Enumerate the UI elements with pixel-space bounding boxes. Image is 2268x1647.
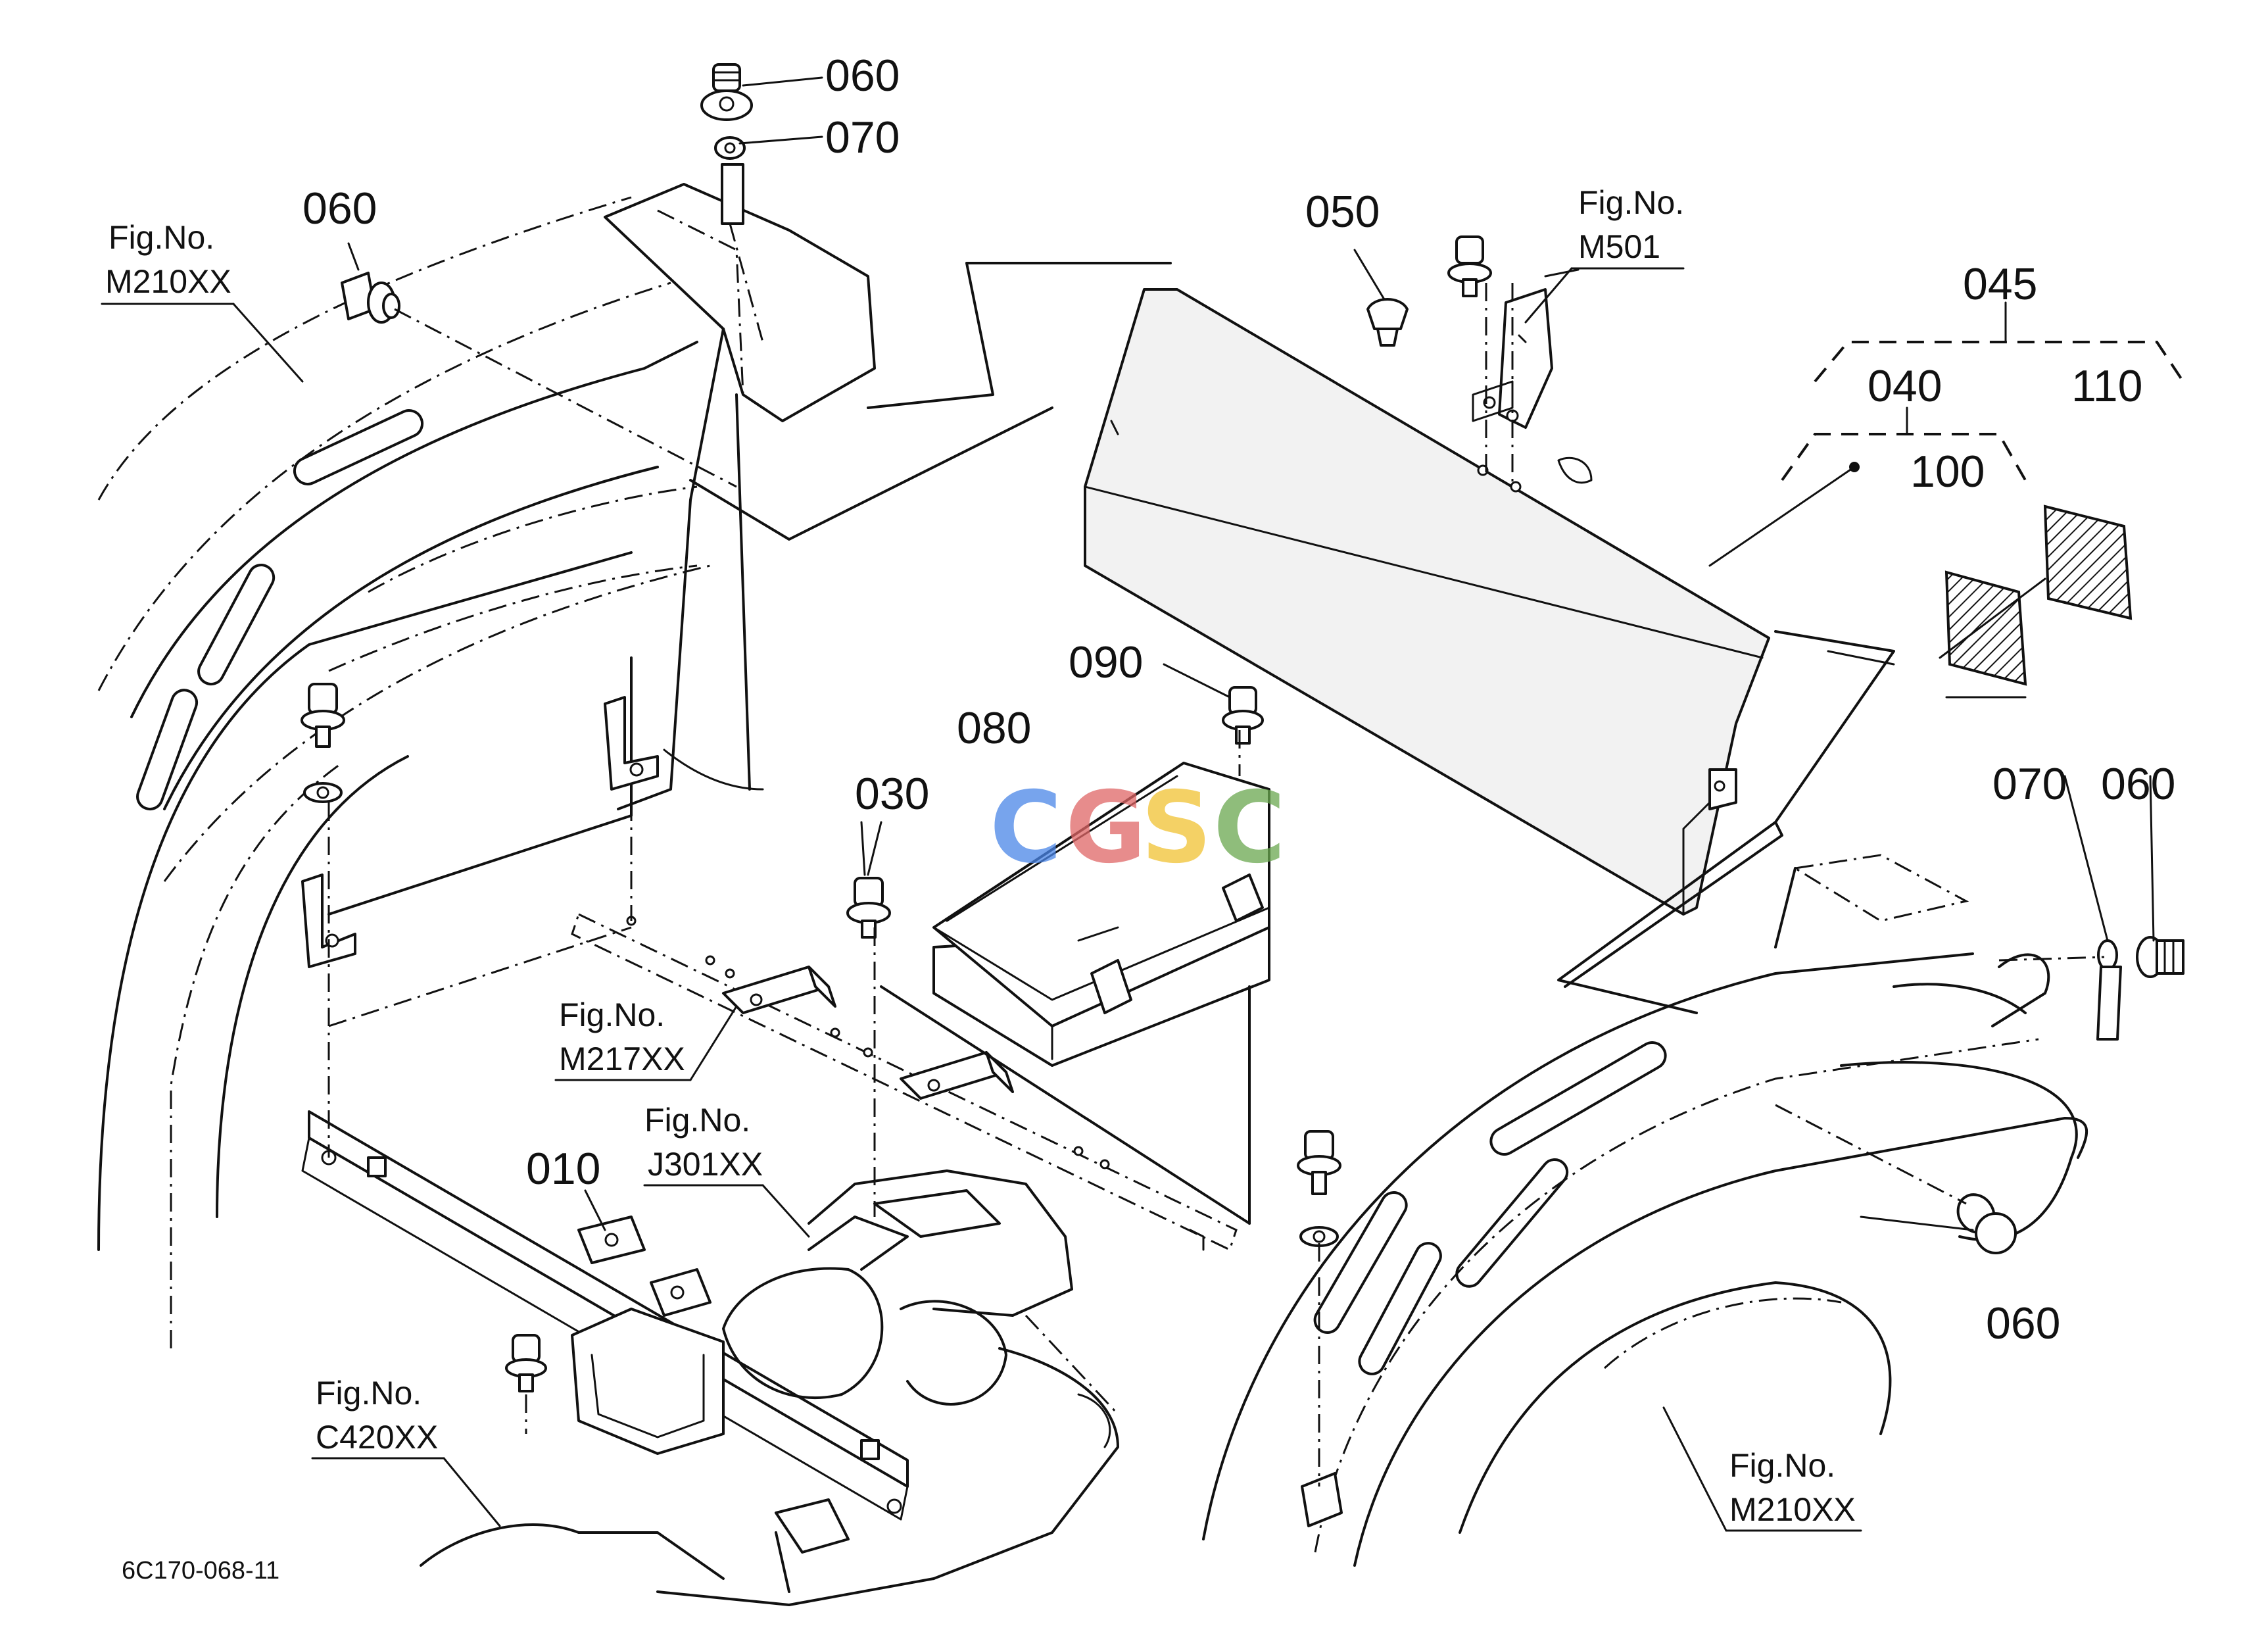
part-label-050: 050 [1305,187,1380,237]
part-label-090: 090 [1069,637,1143,687]
leader-lines [327,76,2184,1487]
figref-m210-left: Fig.No. M210XX [101,219,304,383]
svg-text:Fig.No.: Fig.No. [644,1102,750,1139]
svg-text:M210XX: M210XX [1729,1491,1856,1528]
svg-text:Fig.No.: Fig.No. [1729,1447,1835,1484]
watermark-letter: S [1141,771,1212,885]
bolt-030 [846,877,891,939]
svg-text:Fig.No.: Fig.No. [559,996,665,1033]
left-fender [97,183,876,1348]
tool-box [932,762,1270,1067]
svg-text:M217XX: M217XX [559,1041,685,1077]
washer-070-right [2096,939,2122,1041]
part-label-060: 060 [302,184,377,234]
svg-text:Fig.No.: Fig.No. [1578,184,1684,221]
part-label-040: 040 [1868,361,1942,411]
part-label-060: 060 [2101,759,2175,809]
bolt-060-left [341,272,400,324]
part-label-045: 045 [1963,259,2037,309]
bolt-060-right [2136,936,2184,978]
figref-c420: Fig.No. C420XX [311,1375,501,1527]
bolt-right-fender [1297,1130,1341,1247]
decal-100 [1944,570,2027,686]
figref-m210-right: Fig.No. M210XX [1662,1406,1862,1532]
part-label-110: 110 [2071,361,2142,411]
watermark-letter: C [990,771,1062,885]
figref-m501: Fig.No. M501 [1524,184,1685,324]
svg-text:C420XX: C420XX [316,1419,438,1456]
bolt-m501 [1447,235,1492,297]
part-label-060: 060 [825,51,900,101]
bolt-060-bottom [1956,1193,2017,1254]
cgsc-watermark: C G S C [990,771,1286,885]
transmission-housing [420,1169,1119,1606]
clip-050 [1366,298,1409,347]
watermark-letter: G [1065,771,1146,885]
figref-m217: Fig.No. M217XX [554,996,738,1081]
mount-panel [301,656,659,1027]
part-label-010: 010 [526,1144,600,1194]
part-number-labels: 060 070 060 050 045 040 110 100 090 080 … [302,51,2175,1348]
watermark-letter: C [1213,771,1286,885]
svg-text:M210XX: M210XX [105,263,231,300]
drawing-number: 6C170-068-11 [122,1557,279,1585]
part-label-070: 070 [825,112,900,162]
bolt-060-top [700,63,753,121]
svg-text:M501: M501 [1578,228,1660,265]
svg-text:Fig.No.: Fig.No. [109,219,214,256]
part-label-060: 060 [1986,1298,2060,1348]
part-label-070: 070 [1992,759,2067,809]
right-fender [1202,854,2088,1567]
svg-text:Fig.No.: Fig.No. [316,1375,422,1412]
part-label-100: 100 [1910,447,1985,497]
washer-070-top [714,136,746,225]
bolt-left-panel [301,683,345,803]
lower-frame [301,1110,909,1521]
bolt-090 [1222,686,1264,745]
figref-j301: Fig.No. J301XX [643,1102,810,1238]
decal-110 [2043,504,2133,620]
figure-references: Fig.No. M210XX Fig.No. M501 Fig.No. M217… [101,184,1862,1532]
part-label-030: 030 [855,769,929,819]
svg-text:J301XX: J301XX [648,1146,763,1183]
bolt-c420 [505,1334,547,1392]
part-label-080: 080 [957,703,1031,753]
